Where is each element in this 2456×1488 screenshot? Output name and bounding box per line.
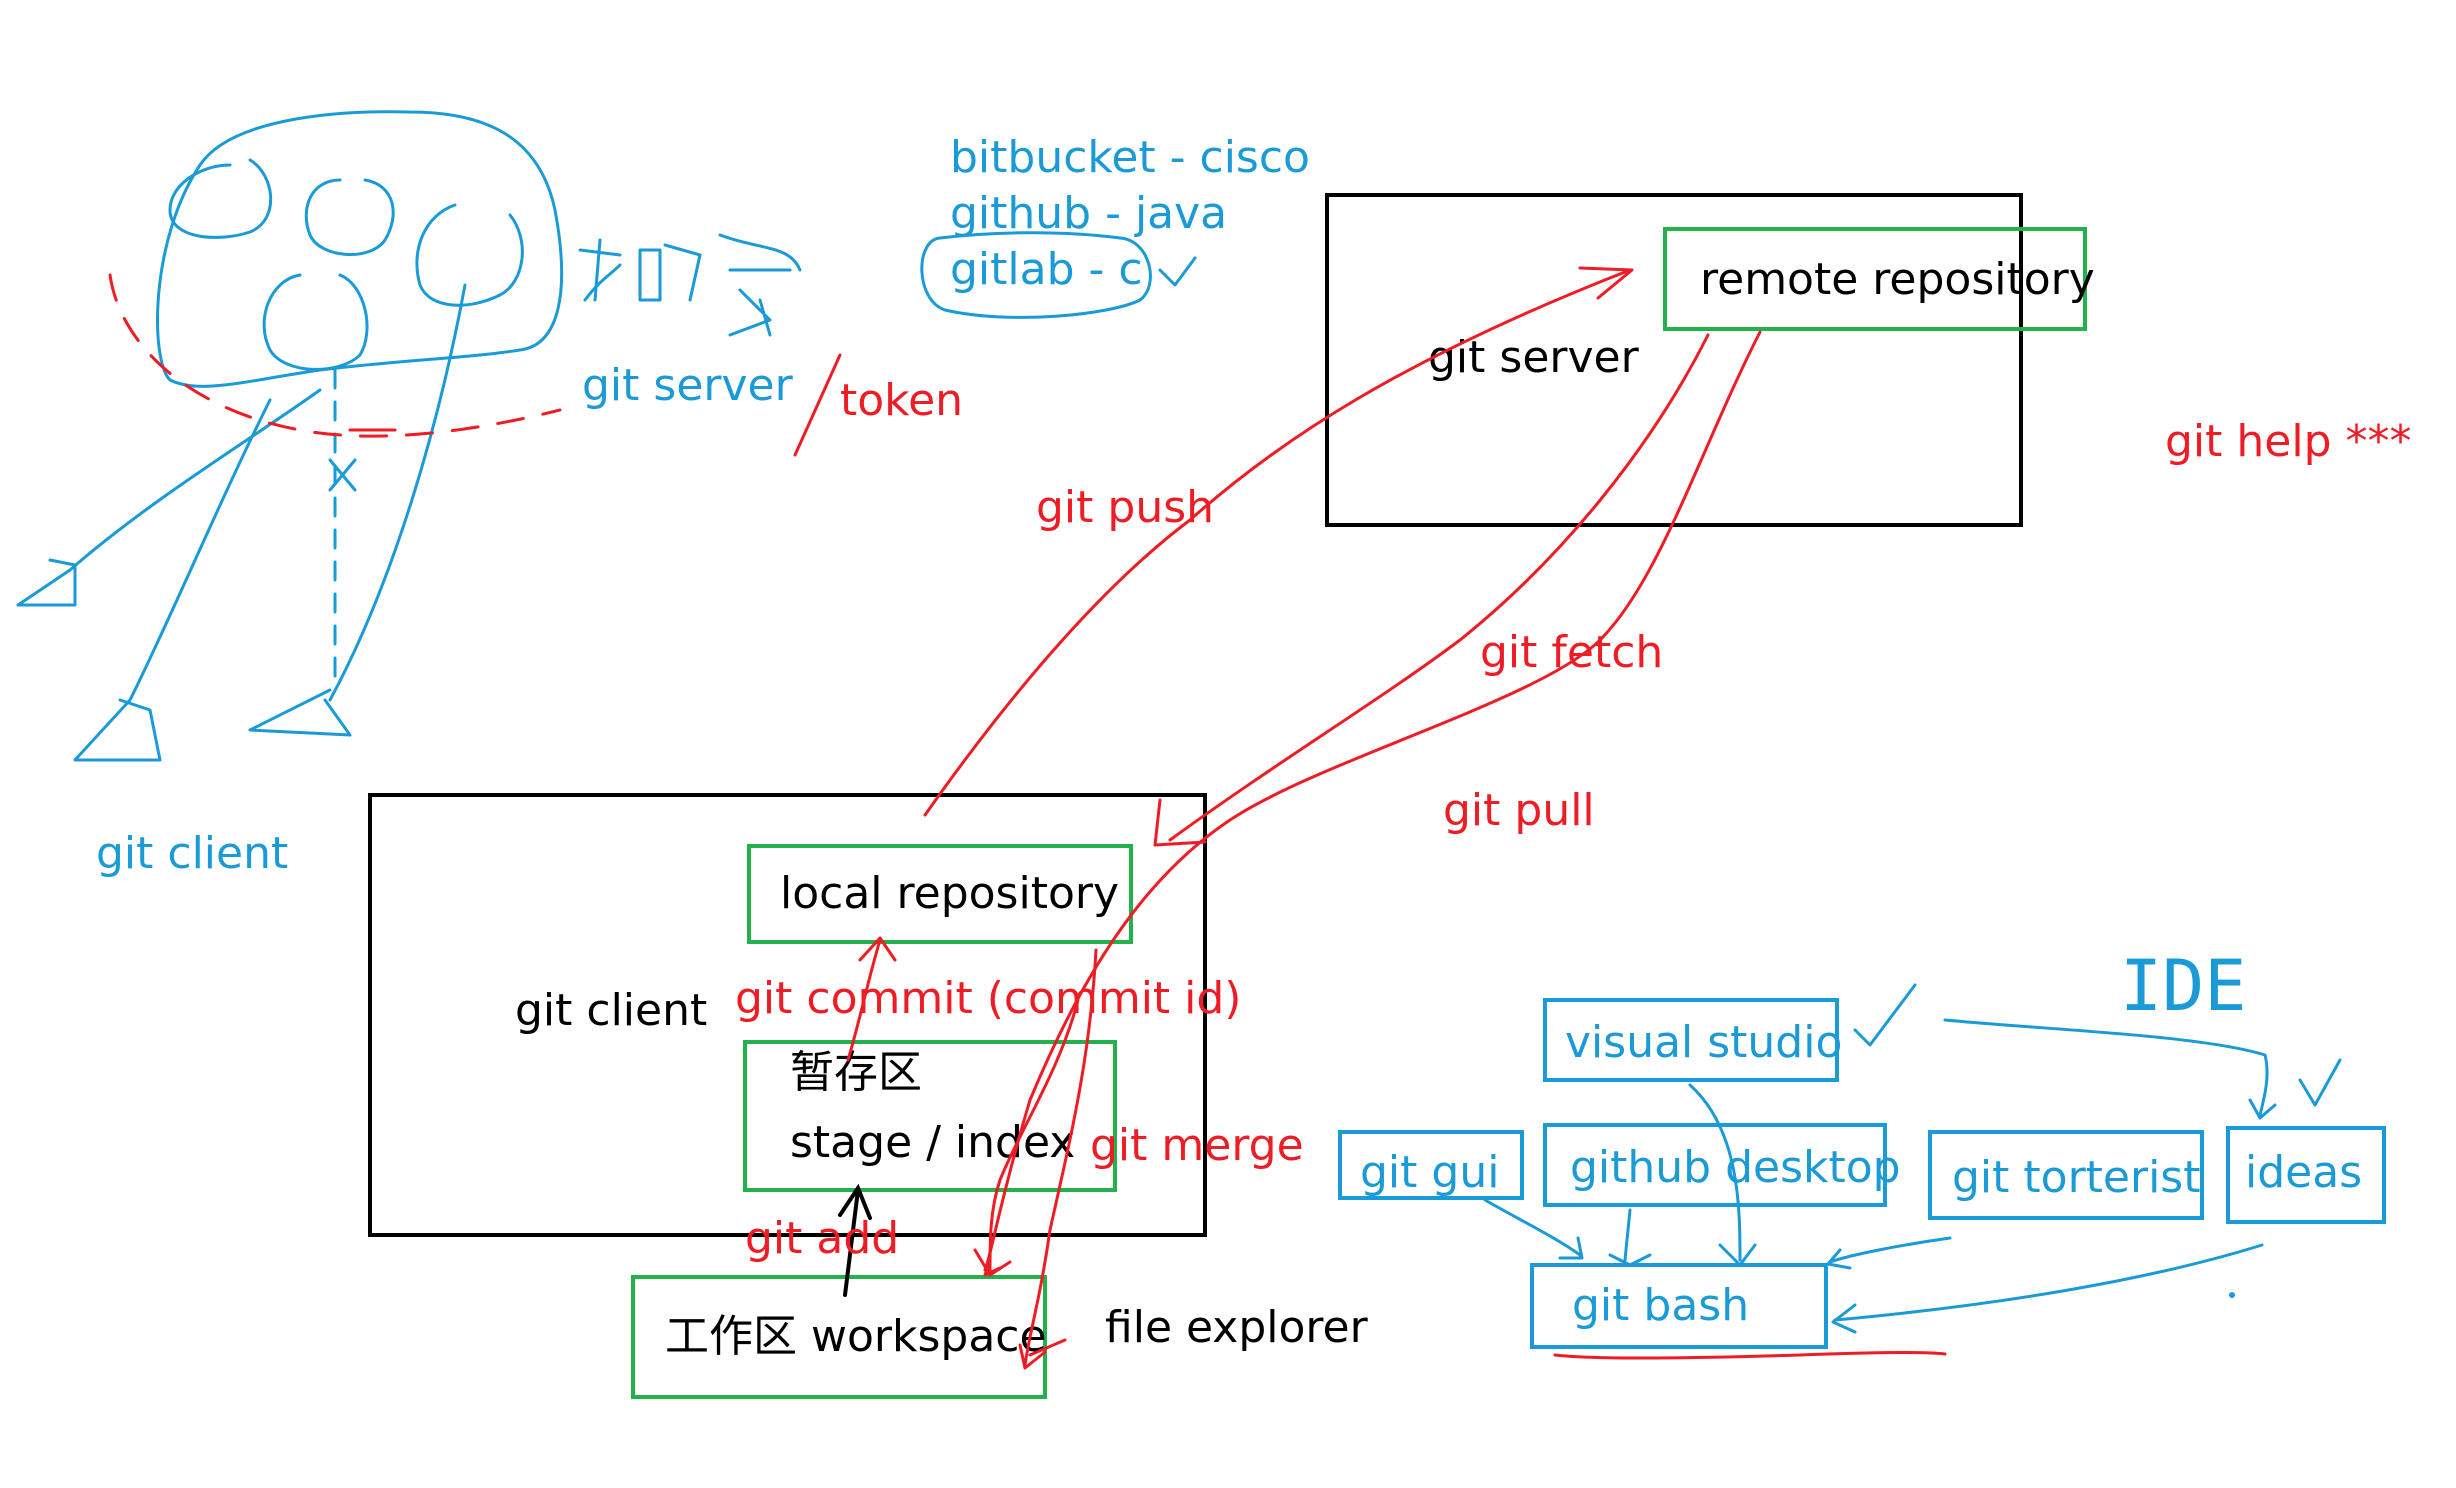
file-explorer-tick (1028, 1338, 1067, 1357)
gitgui-to-gitbash-arrow (1483, 1198, 1584, 1260)
stage-zh-label: 暂存区 (790, 1047, 922, 1098)
workspace-box (631, 1275, 1047, 1399)
git-torterist-label: git torterist (1952, 1152, 2200, 1203)
git-client-label: git client (515, 985, 707, 1036)
git-add-arrow (838, 1183, 872, 1297)
git-server-box (1325, 193, 2023, 527)
ideas-to-gitbash-arrow (1831, 1243, 2264, 1334)
octocat-eye-right (415, 203, 524, 307)
stage-index-box (743, 1040, 1117, 1192)
note-token: token (840, 375, 963, 426)
visual-studio-checkmark-icon (1853, 983, 1917, 1047)
local-repository-box (747, 844, 1133, 944)
note-git-help: git help *** (2165, 416, 2412, 467)
token-slash (793, 353, 842, 457)
vs-to-gitbash-arrow (1688, 1083, 1757, 1267)
note-github: github - java (950, 188, 1227, 239)
octocat-eye-left (168, 158, 273, 239)
git-bash-box (1530, 1263, 1828, 1349)
git-bash-underline (1553, 1351, 1947, 1360)
local-repository-label: local repository (780, 868, 1119, 919)
vs-to-ideas-arrow (1943, 1018, 2277, 1120)
octocat-foot-left (73, 698, 162, 762)
ideas-checkmark-icon (2298, 1058, 2342, 1107)
octocat-arm-left (68, 388, 322, 572)
remote-repository-box (1663, 227, 2087, 331)
ideas-box (2226, 1126, 2386, 1224)
octocat-foot-right (248, 688, 352, 737)
label-git-add: git add (745, 1213, 899, 1264)
git-gui-box (1338, 1130, 1524, 1200)
git-fetch-arrow (1153, 333, 1710, 847)
git-torterist-box (1928, 1130, 2204, 1220)
git-bash-label: git bash (1572, 1280, 1749, 1331)
octocat-mouth (262, 273, 369, 371)
remote-repository-label: remote repository (1700, 254, 2095, 305)
gitlab-circle (920, 231, 1152, 319)
ghd-to-gitbash-arrow (1608, 1208, 1652, 1267)
ideas-label: ideas (2245, 1147, 2362, 1198)
label-git-pull: git pull (1443, 785, 1595, 836)
stray-dot (2229, 1292, 2235, 1298)
git-push-arrow (923, 266, 1634, 817)
visual-studio-box (1543, 998, 1839, 1082)
file-explorer-label: file explorer (1105, 1302, 1369, 1353)
handwritten-scribble (578, 233, 802, 337)
git-gui-label: git gui (1360, 1147, 1499, 1198)
octocat-x-mark (328, 458, 357, 492)
octocat-eye-middle (304, 178, 395, 257)
git-merge-arrow (1018, 948, 1098, 1370)
octocat-leg-right (328, 283, 467, 702)
octocat-doodle (16, 110, 564, 762)
label-git-push: git push (1036, 482, 1214, 533)
git-commit-arrow (846, 936, 897, 1062)
visual-studio-label: visual studio (1565, 1017, 1842, 1068)
gitlab-checkmark-icon (1158, 256, 1197, 287)
torterist-to-gitbash-arrow (1826, 1236, 1952, 1270)
octocat-head (156, 110, 564, 388)
octocat-leg-left (128, 398, 272, 702)
note-gitlab: gitlab - c (950, 244, 1143, 295)
git-client-box (368, 793, 1207, 1237)
label-git-merge: git merge (1090, 1120, 1304, 1171)
stage-en-label: stage / index (790, 1117, 1075, 1168)
label-git-fetch: git fetch (1480, 627, 1663, 678)
octocat-ring (108, 273, 562, 438)
octocat-hand-left (16, 558, 77, 607)
stage-to-workspace-arrow (973, 998, 1080, 1277)
octocat-git-server-label: git server (582, 360, 794, 411)
note-bitbucket: bitbucket - cisco (950, 132, 1310, 183)
ide-label: IDE (2120, 945, 2246, 1027)
label-git-commit: git commit (commit id) (735, 973, 1241, 1024)
github-desktop-box (1543, 1123, 1887, 1207)
workspace-label: 工作区 workspace (665, 1311, 1047, 1362)
git-server-label: git server (1428, 332, 1640, 383)
octocat-git-client-label: git client (96, 828, 288, 879)
